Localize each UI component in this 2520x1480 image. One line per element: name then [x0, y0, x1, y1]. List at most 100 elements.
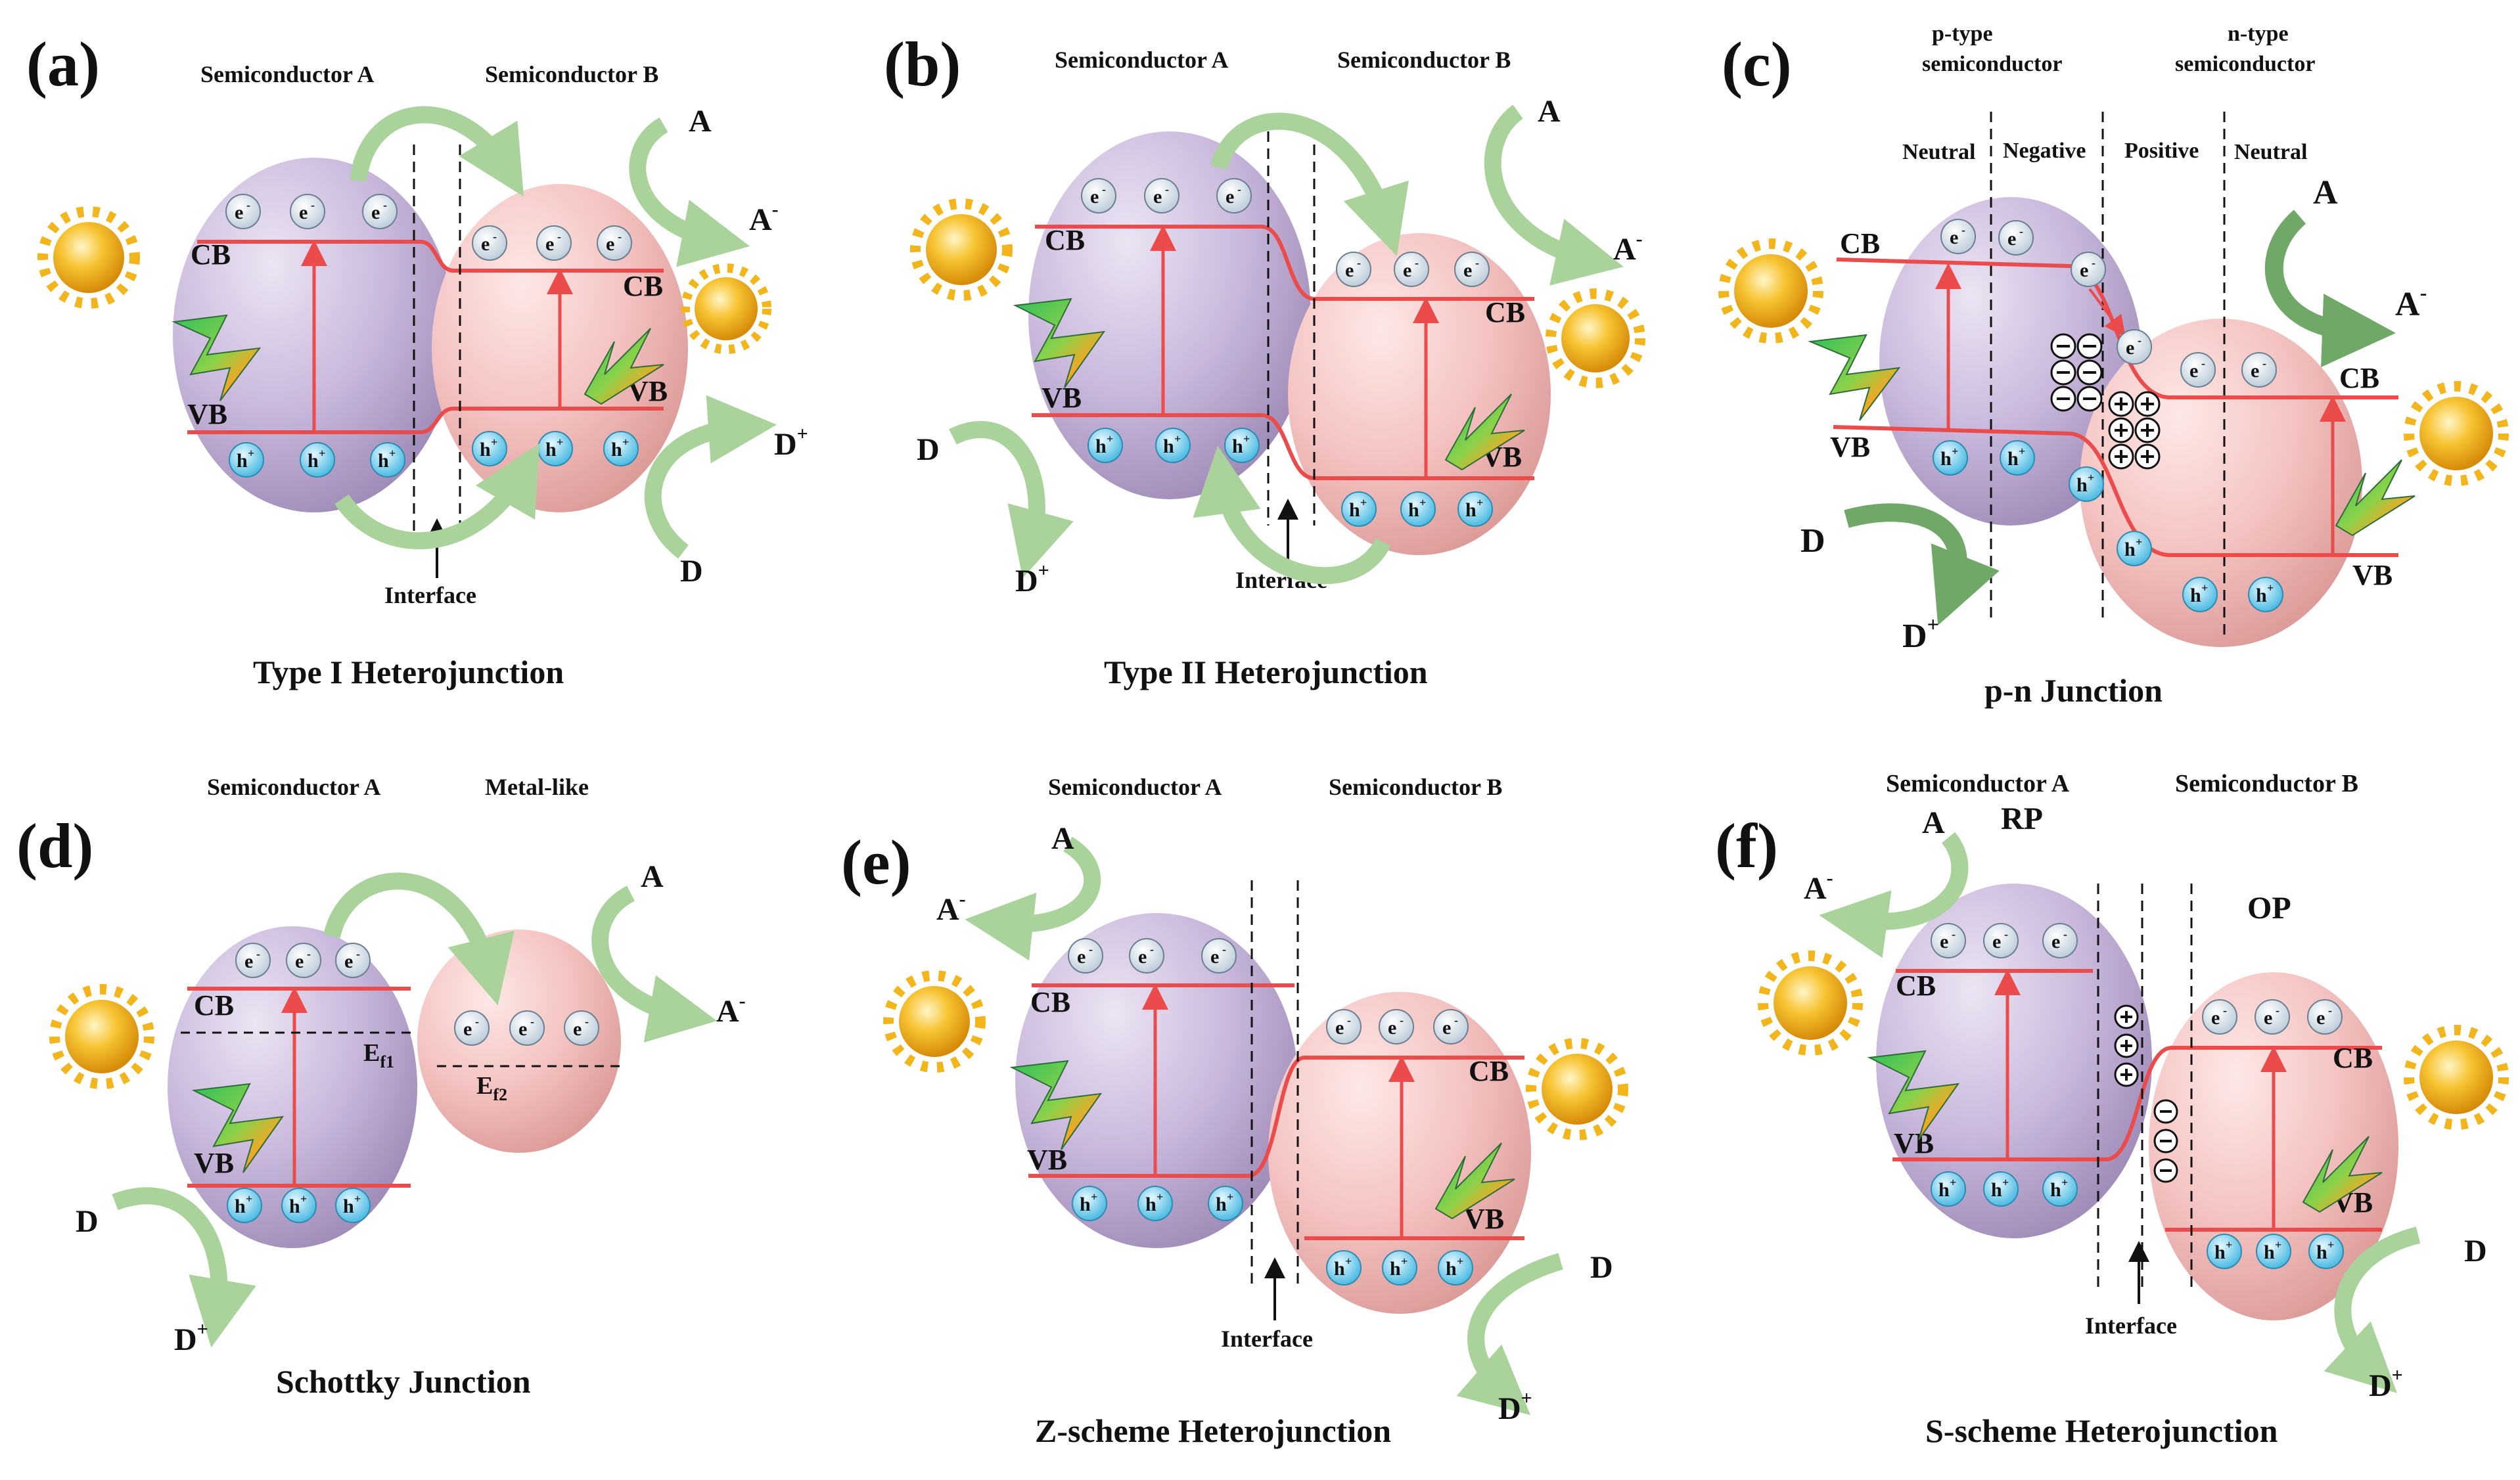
fixed-positive-charge — [2114, 1033, 2139, 1058]
acceptor-reduced-symbol: A — [716, 994, 739, 1029]
sun-icon — [681, 263, 771, 354]
electron-charge: - — [1102, 183, 1106, 196]
acceptor-label: A — [1922, 805, 1945, 840]
negative-charge: - — [2420, 280, 2427, 304]
electron: e- — [1326, 1009, 1362, 1044]
electron-symbol: e — [2007, 228, 2016, 250]
hole-charge: + — [2002, 1176, 2009, 1189]
cb-label: CB — [191, 238, 231, 271]
reduction-photocatalyst-label: RP — [2001, 801, 2043, 836]
hole-symbol: h — [2214, 1242, 2226, 1263]
fixed-positive-charge — [2114, 1062, 2139, 1087]
donor-oxidized-label: D+ — [774, 423, 808, 462]
fixed-negative-charge — [2153, 1129, 2178, 1154]
fermi-subscript: f1 — [380, 1052, 394, 1071]
hole-symbol: h — [1390, 1258, 1401, 1280]
electron: e- — [509, 1010, 545, 1046]
right-semiconductor-label: Semiconductor B — [1329, 774, 1502, 800]
hole-symbol: h — [2256, 585, 2267, 606]
electron-symbol: e — [235, 202, 243, 223]
electron: e- — [536, 225, 572, 261]
donor-oxidized-symbol: D — [774, 427, 797, 462]
hole-symbol: h — [611, 439, 622, 460]
electron-symbol: e — [2051, 931, 2060, 953]
hole-symbol: h — [2007, 448, 2019, 470]
electron-symbol: e — [244, 951, 253, 972]
negative-charge: - — [772, 198, 779, 220]
electron-symbol: e — [299, 202, 308, 223]
hole-charge: + — [1345, 1255, 1352, 1268]
reduction-arrow — [2264, 210, 2396, 367]
fermi-symbol: E — [363, 1039, 380, 1067]
electron-charge: - — [530, 1015, 534, 1028]
electron-transfer-arrow — [1210, 112, 1409, 256]
cb-label: CB — [1030, 986, 1070, 1018]
electron: e- — [235, 943, 271, 978]
electron-symbol: e — [2264, 1007, 2272, 1029]
hole-charge: + — [1107, 432, 1113, 445]
cb-label: CB — [1045, 224, 1085, 256]
fixed-negative-charge — [2076, 386, 2103, 412]
hole: h+ — [1224, 428, 1260, 463]
lightning-bolt-icon — [584, 328, 664, 405]
hole-charge: + — [1174, 432, 1181, 445]
donor-oxidized-symbol: D — [1015, 564, 1038, 598]
hole-charge: + — [2275, 1238, 2281, 1251]
cb-label: CB — [194, 989, 234, 1021]
panel-title: S-scheme Heterojunction — [1925, 1412, 2278, 1449]
oxidation-arrow — [2324, 1226, 2421, 1393]
electron: e- — [1201, 938, 1237, 974]
acceptor-reduced-label: A- — [1613, 228, 1643, 267]
electron-charge: - — [2019, 225, 2023, 238]
electron-symbol: e — [463, 1018, 472, 1040]
donor-oxidized-label: D+ — [174, 1318, 208, 1357]
electron: e- — [1394, 252, 1429, 287]
electron: e- — [2202, 999, 2237, 1035]
oxidation-arrow — [1844, 503, 2000, 626]
electron-symbol: e — [1077, 946, 1086, 968]
electron-charge: - — [2138, 334, 2142, 347]
negative-charge: - — [959, 888, 966, 910]
electron: e- — [2042, 923, 2078, 958]
vb-band-line — [1833, 425, 2398, 557]
electron: e- — [1129, 938, 1164, 974]
electron-charge: - — [356, 947, 360, 960]
hole-charge: + — [1091, 1190, 1097, 1203]
electron-charge: - — [2262, 357, 2266, 370]
cb-label: CB — [2333, 1042, 2373, 1074]
electron: e- — [1998, 220, 2034, 256]
electron: e- — [225, 194, 261, 229]
fixed-negative-charge — [2050, 359, 2076, 386]
hole-charge: + — [2267, 581, 2274, 594]
panel-title: Schottky Junction — [276, 1363, 531, 1400]
acceptor-reduced-symbol: A — [1613, 232, 1636, 267]
right-semiconductor-label: Semiconductor B — [2175, 770, 2358, 797]
panel-title: Type I Heterojunction — [253, 654, 564, 690]
reduction-arrow — [629, 117, 750, 267]
vb-label: VB — [1464, 1203, 1504, 1235]
hole: h+ — [2182, 577, 2218, 612]
hole-charge: + — [1157, 1190, 1163, 1203]
sun-icon — [49, 984, 154, 1089]
hole-symbol: h — [378, 450, 389, 472]
electron-charge: - — [2004, 928, 2008, 941]
positive-charge: + — [1927, 612, 1939, 636]
hole-symbol: h — [480, 439, 491, 460]
electron-charge: - — [1150, 943, 1154, 956]
electron: e- — [1940, 219, 1976, 254]
lightning-bolt-icon — [2335, 459, 2416, 537]
electron-charge: - — [618, 230, 622, 243]
electron: e- — [1454, 252, 1490, 287]
donor-label: D — [1590, 1250, 1613, 1285]
vb-band-line — [187, 407, 664, 434]
electron-charge: - — [493, 230, 497, 243]
p-type-label: semiconductor — [1922, 52, 2062, 76]
hole: h+ — [229, 442, 264, 478]
panel-tag: (b) — [884, 29, 961, 99]
panel-title: Type II Heterojunction — [1104, 654, 1428, 690]
electron-symbol: e — [606, 233, 614, 255]
acceptor-reduced-label: A- — [749, 198, 779, 237]
oxidation-arrow — [1456, 1253, 1563, 1416]
hole: h+ — [281, 1188, 317, 1223]
lightning-bolt-icon — [172, 314, 262, 401]
